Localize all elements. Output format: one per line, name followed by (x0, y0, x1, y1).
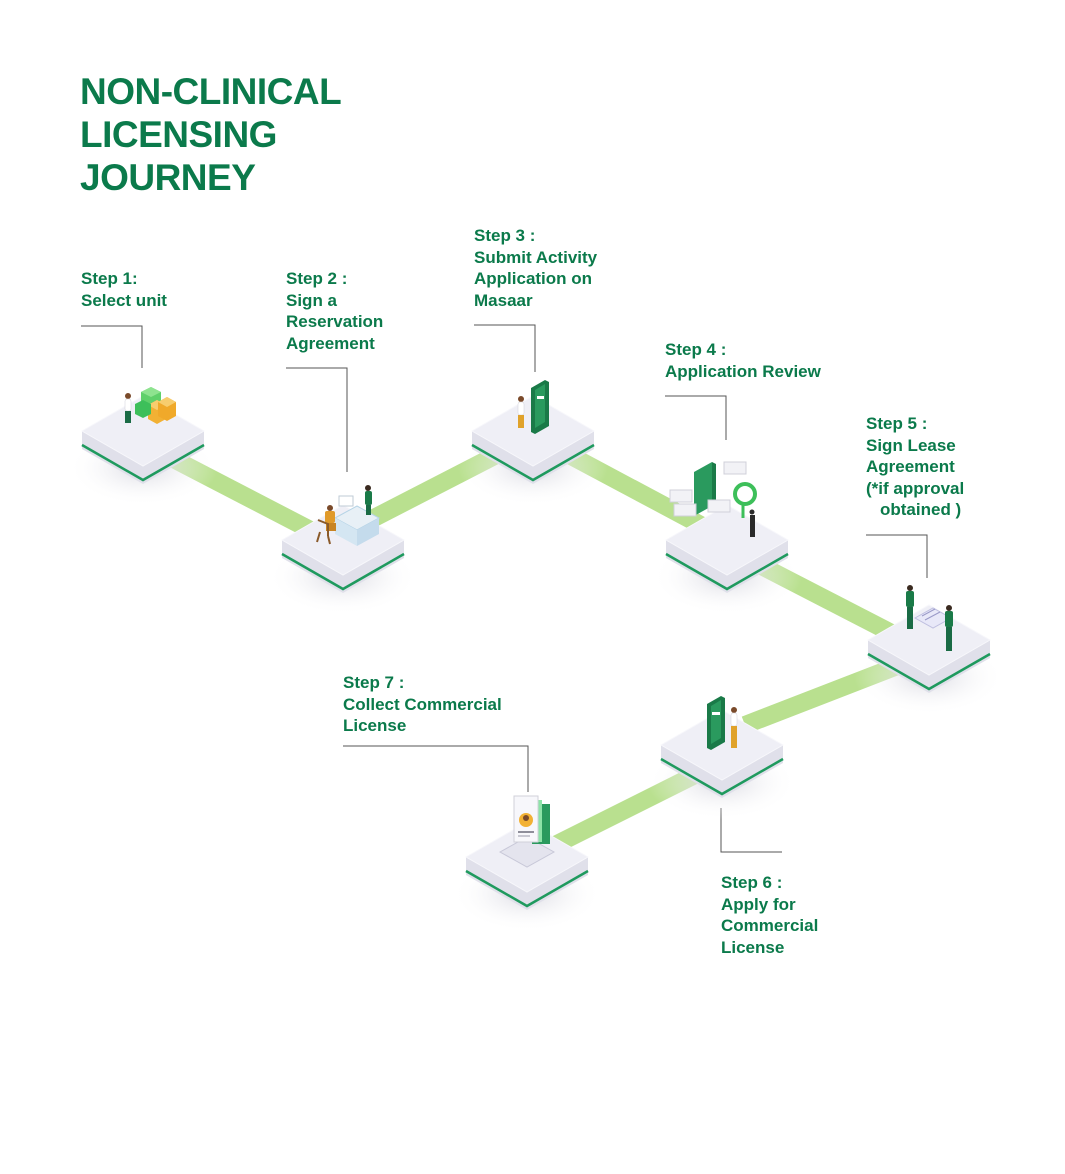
step-1-heading: Step 1: (81, 269, 138, 288)
leader-line-step-4 (665, 395, 727, 440)
step-2-line: Agreement (286, 333, 375, 353)
leader-line-step-7 (343, 745, 529, 792)
page-title: NON-CLINICAL LICENSING JOURNEY (80, 70, 342, 199)
phone-kiosk-icon (517, 380, 549, 434)
step-6-label: Step 6 : Apply for Commercial License (721, 872, 818, 958)
step-6-line: License (721, 937, 785, 957)
step-7-heading: Step 7 : (343, 673, 405, 692)
handshake-contract-icon (906, 585, 953, 651)
step-1-label: Step 1: Select unit (81, 268, 167, 311)
step-7-line: License (343, 716, 407, 735)
platform-step-4 (650, 503, 804, 617)
step-5-line: Agreement (866, 457, 955, 476)
step-5-label: Step 5 : Sign Lease Agreement (*if appro… (866, 413, 964, 521)
desk-meeting-icon (316, 485, 381, 546)
leader-line-step-5 (866, 534, 928, 578)
leader-line-step-6 (720, 808, 782, 853)
step-3-heading: Step 3 : (474, 226, 536, 245)
leader-lines (81, 324, 928, 853)
step-5-line: obtained ) (880, 500, 962, 519)
leader-line-step-2 (286, 367, 348, 472)
step-6-heading: Step 6 : (721, 873, 783, 892)
leader-line-step-1 (81, 325, 143, 368)
step-5-line: Sign Lease (866, 435, 956, 455)
step-3-line: Application on (474, 269, 593, 288)
step-5-heading: Step 5 : (866, 414, 928, 433)
step-5-line: (*if approval (866, 478, 965, 498)
license-certificate-icon (498, 795, 556, 868)
step-3-line: Submit Activity (474, 247, 598, 267)
step-4-line: Application Review (665, 361, 821, 381)
step-4-heading: Step 4 : (665, 340, 727, 359)
step-1-line: Select unit (81, 290, 167, 310)
step-7-line: Collect Commercial (343, 694, 502, 714)
step-3-label: Step 3 : Submit Activity Application on … (474, 225, 597, 311)
title-line-3: JOURNEY (80, 157, 256, 198)
step-2-line: Reservation (286, 312, 384, 331)
magnifier-review-icon (669, 461, 757, 537)
step-2-label: Step 2 : Sign a Reservation Agreement (286, 268, 383, 354)
step-2-line: Sign a (286, 290, 338, 310)
step-4-label: Step 4 : Application Review (665, 339, 821, 382)
step-6-line: Apply for (721, 894, 796, 914)
building-blocks-icon (124, 387, 176, 424)
title-line-1: NON-CLINICAL (80, 71, 342, 112)
step-3-line: Masaar (474, 290, 533, 310)
step-6-line: Commercial (721, 916, 819, 935)
step-2-heading: Step 2 : (286, 269, 348, 288)
phone-kiosk-icon (707, 696, 738, 750)
leader-line-step-3 (474, 324, 536, 372)
step-7-label: Step 7 : Collect Commercial License (343, 672, 502, 737)
title-line-2: LICENSING (80, 114, 277, 155)
